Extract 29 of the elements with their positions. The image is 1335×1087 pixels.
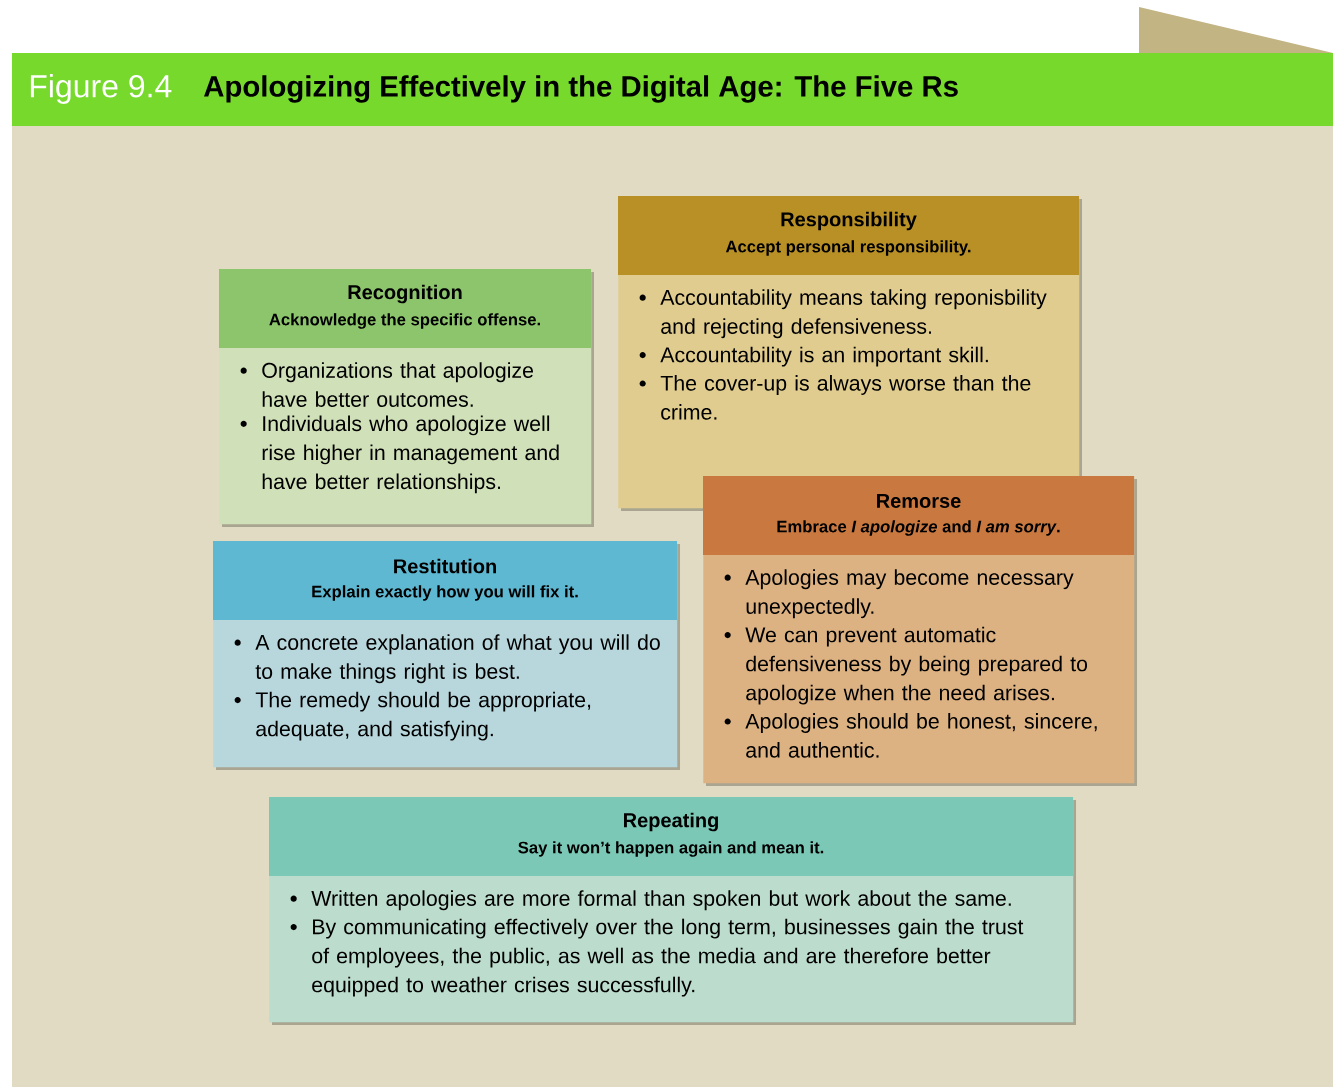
card-title: Responsibility (781, 211, 917, 231)
card-subtitle: Accept personal responsibility. (725, 240, 971, 256)
card-subtitle: Acknowledge the specific offense. (269, 313, 540, 329)
card-subtitle: Say it won’t happen again and mean it. (518, 841, 824, 857)
card (703, 476, 1137, 786)
bullet-item: Organizations that apologize have better outcomes. (240, 362, 534, 407)
bullet-item: The remedy should be appropriate, adequate, and satisfying. (234, 691, 591, 741)
bullet-item: Accountability means taking reponisbility and rejecting defensiveness. (639, 289, 1047, 339)
bullet-item: The cover-up is always worse than the crime. (639, 375, 1031, 420)
card-subtitle: Embrace I apologize and I am sorry. (777, 520, 1060, 536)
card (219, 269, 594, 527)
bullet-item: Individuals who apologize well rise higher in management and have better relationships. (240, 415, 559, 494)
bullet-item: Written apologies are more formal than spoken but work about the same. (290, 890, 1011, 911)
bullet-item: Apologies may become necessary unexpectedly. (724, 569, 1074, 619)
card (269, 797, 1076, 1025)
card-title: Repeating (624, 812, 718, 832)
card-subtitle: Explain exactly how you will fix it. (312, 585, 578, 601)
bullet-item: Accountability is an important skill. (639, 346, 988, 367)
bullet-item: Apologies should be honest, sincere, and authentic. (724, 713, 1097, 758)
card (618, 196, 1082, 511)
bullet-item: We can prevent automatic defensiveness by being prepared to apologize when the need arises. (724, 626, 1088, 705)
card-title: Remorse (877, 494, 961, 508)
card (213, 541, 680, 770)
figure-title: Apologizing Effectively in the Digital Age: The Five Rs (204, 75, 958, 103)
card-title: Restitution (394, 558, 496, 574)
bullet-item: A concrete explanation of what you will do to make things right is best. (234, 634, 660, 684)
figure-number: Figure 9.4 (30, 74, 172, 104)
bullet-item: By communicating effectively over the long term, businesses gain the trust of employees, the public, as well as the media and are therefore better equipped to weather crises successfully. (290, 918, 1024, 997)
card-title: Recognition (348, 284, 462, 304)
